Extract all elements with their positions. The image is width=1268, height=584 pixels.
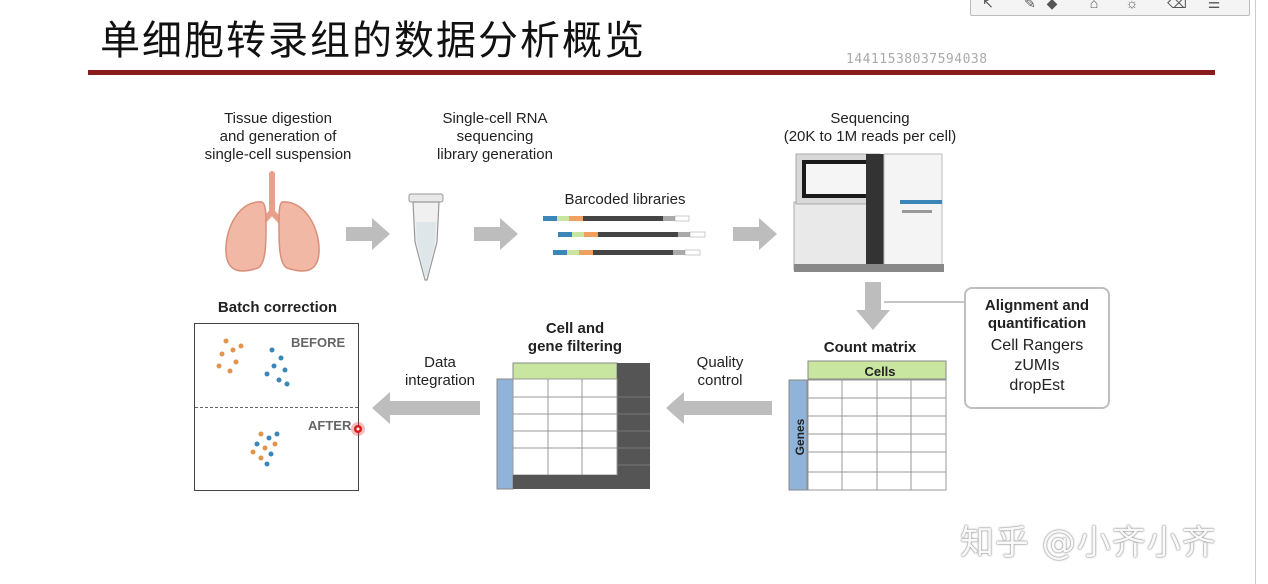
arrow-left-icon [372, 392, 480, 424]
tissue-label-line2: and generation of [219, 128, 337, 145]
filtering-line1: Cell and [545, 320, 605, 337]
arrow-right-icon [346, 218, 390, 250]
tool-dropest: dropEst [1009, 377, 1065, 394]
library-generation-label: Single-cell RNA sequencing library gener… [410, 110, 580, 164]
slide-title: 单细胞转录组的数据分析概览 [100, 18, 646, 64]
integration-line2: integration [404, 372, 476, 389]
alignment-title: Alignment and quantification [966, 297, 1108, 333]
alignment-box: Alignment and quantification Cell Ranger… [964, 287, 1110, 409]
qc-line2: control [697, 372, 743, 389]
slide-id-number: 14411538037594038 [846, 52, 988, 67]
pen-icon[interactable]: ✎ [1024, 0, 1036, 11]
qc-line1: Quality [696, 354, 744, 371]
lungs-icon [225, 171, 320, 272]
alignment-title-line2: quantification [987, 315, 1087, 332]
batch-correction-title: Batch correction [217, 299, 338, 316]
filtered-matrix-table [496, 362, 650, 490]
batch-correction-panel: BEFORE AFTER [194, 323, 359, 491]
sequencing-label: Sequencing (20K to 1M reads per cell) [760, 110, 980, 146]
filtering-title: Cell and gene filtering [505, 320, 645, 356]
batch-divider [195, 407, 358, 408]
menu-icon[interactable]: ☰ [1207, 0, 1221, 11]
alignment-title-line1: Alignment and [984, 297, 1090, 314]
alignment-connector [884, 301, 966, 303]
count-matrix-table [788, 360, 947, 491]
laser-pointer-icon [351, 422, 365, 436]
tube-icon [408, 193, 444, 281]
barcoded-libraries-graphic [543, 215, 706, 256]
tool-zumis: zUMIs [1014, 357, 1060, 374]
arrow-left-icon [666, 392, 772, 424]
quality-control-label: Quality control [680, 354, 760, 390]
shape-icon[interactable]: ◆ [1046, 0, 1058, 11]
integration-line1: Data [424, 354, 456, 371]
library-label-line2: sequencing [456, 128, 534, 145]
genes-header: Genes [793, 418, 807, 456]
tissue-label-line3: single-cell suspension [204, 146, 352, 163]
alignment-tools: Cell Rangers zUMIs dropEst [966, 336, 1108, 396]
filtering-line2: gene filtering [527, 338, 623, 355]
sequencing-label-line1: Sequencing [830, 110, 910, 127]
after-label: AFTER [308, 418, 352, 433]
arrow-right-icon [474, 218, 518, 250]
text-icon[interactable]: ⌂ [1089, 0, 1099, 11]
toolbar: ↖ ✎ ◆ ⌂ ☼ ⌫ ☰ [970, 0, 1250, 16]
watermark: 知乎 @小齐小齐 [960, 523, 1217, 563]
cells-header: Cells [864, 364, 896, 379]
cursor-icon[interactable]: ↖ [982, 0, 994, 11]
title-rule [88, 70, 1215, 75]
sequencer-icon [793, 153, 944, 272]
arrow-right-icon [733, 218, 777, 250]
barcoded-libraries-label: Barcoded libraries [564, 191, 686, 208]
sequencing-label-line2: (20K to 1M reads per cell) [783, 128, 957, 145]
count-matrix-title: Count matrix [823, 339, 917, 356]
tool-cell-rangers: Cell Rangers [990, 337, 1084, 354]
batch-dots [216, 338, 290, 467]
tissue-digestion-label: Tissue digestion and generation of singl… [188, 110, 368, 164]
eraser-icon[interactable]: ⌫ [1167, 0, 1187, 11]
library-label-line1: Single-cell RNA [442, 110, 548, 127]
data-integration-label: Data integration [380, 354, 500, 390]
laser-icon[interactable]: ☼ [1125, 0, 1139, 11]
tissue-label-line1: Tissue digestion [224, 110, 332, 127]
library-label-line3: library generation [437, 146, 553, 163]
arrow-down-icon [856, 282, 890, 330]
window-edge [1255, 0, 1256, 584]
before-label: BEFORE [291, 335, 346, 350]
